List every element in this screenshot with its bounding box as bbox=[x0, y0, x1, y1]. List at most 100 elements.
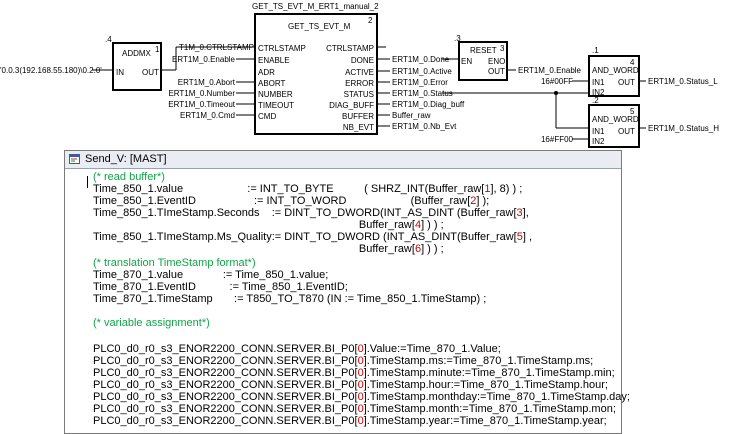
code-text: ], bbox=[522, 207, 529, 219]
var-error[interactable]: ERT1M_0.Error bbox=[392, 78, 448, 87]
var-number[interactable]: ERT1M_0.Number bbox=[168, 89, 235, 98]
and2-out-variable[interactable]: ERT1M_0.Status_H bbox=[648, 124, 719, 133]
code-text: ].TimeStamp.minute:=Time_870_1.TimeStamp… bbox=[363, 367, 615, 379]
get-ts-evt-block[interactable]: GET_TS_EVT_M 2 CTRLSTAMP ENABLE ADR ABOR… bbox=[254, 13, 378, 135]
var-timeout[interactable]: ERT1M_0.Timeout bbox=[168, 100, 235, 109]
code-text: ].TimeStamp.month:=Time_870_1.TimeStamp.… bbox=[363, 403, 616, 415]
var-status[interactable]: ERT1M_0.Status bbox=[392, 89, 453, 98]
text-cursor bbox=[87, 176, 88, 188]
pin-status: STATUS bbox=[343, 90, 374, 99]
code-number: 0 bbox=[357, 379, 364, 391]
pin-diag-buff: DIAG_BUFF bbox=[329, 101, 374, 110]
code-text: Time_850_1.TImeStamp.Seconds := DINT_TO_… bbox=[93, 207, 517, 219]
code-line[interactable]: Buffer_raw[4] ) ) ; bbox=[93, 219, 444, 231]
code-text: Time_850_1.EventID := INT_TO_WORD (Buffe… bbox=[93, 195, 471, 207]
code-number: 0 bbox=[357, 367, 364, 379]
and2-order: .2 bbox=[592, 96, 599, 105]
code-text: PLC0_d0_r0_s3_ENOR2200_CONN.SERVER.BI_P0… bbox=[93, 367, 358, 379]
code-text: ].TimeStamp.monthday:=Time_870_1.TimeSta… bbox=[363, 391, 630, 403]
code-line[interactable]: PLC0_d0_r0_s3_ENOR2200_CONN.SERVER.BI_P0… bbox=[93, 391, 630, 403]
code-line[interactable]: (* read buffer*) bbox=[93, 171, 165, 183]
code-number: 1 bbox=[484, 183, 491, 195]
get-ts-evt-corner: 2 bbox=[368, 16, 373, 25]
and2-in1-pin: IN1 bbox=[592, 127, 605, 136]
code-line[interactable]: Time_870_1.TimeStamp := T850_TO_T870 (IN… bbox=[93, 293, 486, 305]
st-code-area[interactable]: (* read buffer*)Time_850_1.value := INT_… bbox=[93, 171, 630, 431]
code-line[interactable]: PLC0_d0_r0_s3_ENOR2200_CONN.SERVER.BI_P0… bbox=[93, 355, 593, 367]
code-text: PLC0_d0_r0_s3_ENOR2200_CONN.SERVER.BI_P0… bbox=[93, 343, 358, 355]
reset-out-pin: OUT bbox=[488, 67, 505, 76]
and-word-1-block[interactable]: 4 AND_WORD IN1 OUT IN2 bbox=[588, 55, 640, 97]
reset-en-pin: EN bbox=[461, 57, 473, 66]
code-text: PLC0_d0_r0_s3_ENOR2200_CONN.SERVER.BI_P0… bbox=[93, 355, 358, 367]
editor-title-bar[interactable]: Send_V: [MAST] bbox=[65, 151, 621, 169]
code-number: 0 bbox=[357, 391, 364, 403]
and2-in2-pin: IN2 bbox=[592, 137, 605, 146]
code-text: ].TimeStamp.ms:=Time_870_1.TimeStamp.ms; bbox=[363, 355, 594, 367]
reset-block[interactable]: RESET 3 EN ENO OUT bbox=[458, 41, 508, 81]
code-line[interactable]: Time_870_1.EventID := Time_850_1.EventID… bbox=[93, 281, 348, 293]
code-text: ], 8) ) ; bbox=[490, 183, 523, 195]
var-ctrlstamp-in[interactable]: T1M_0.CTRLSTAMP bbox=[179, 43, 254, 52]
var-abort[interactable]: ERT1M_0.Abort bbox=[177, 78, 235, 87]
code-line[interactable]: (* translation TimeStamp format*) bbox=[93, 257, 256, 269]
fbd-diagram: GET_TS_EVT_M_ERT1_manual_2 .4 ADDMX 1 IN… bbox=[0, 0, 731, 150]
pin-nb-evt: NB_EVT bbox=[342, 123, 374, 132]
reset-out-variable[interactable]: ERT1M_0.Enable bbox=[518, 66, 581, 75]
code-text: PLC0_d0_r0_s3_ENOR2200_CONN.SERVER.BI_P0… bbox=[93, 391, 358, 403]
code-text: Time_870_1.value := Time_850_1.value; bbox=[93, 269, 329, 281]
code-text: ] ) ) ; bbox=[421, 243, 444, 255]
var-cmd[interactable]: ERT1M_0.Cmd bbox=[180, 111, 235, 120]
code-comment: (* variable assignment*) bbox=[93, 317, 210, 329]
and1-corner: 4 bbox=[630, 58, 635, 67]
var-active[interactable]: ERT1M_0.Active bbox=[392, 67, 452, 76]
code-comment: (* translation TimeStamp format*) bbox=[93, 257, 256, 269]
fbd-top-label: GET_TS_EVT_M_ERT1_manual_2 bbox=[252, 2, 379, 11]
code-line[interactable]: Time_850_1.EventID := INT_TO_WORD (Buffe… bbox=[93, 195, 489, 207]
code-line[interactable]: (* variable assignment*) bbox=[93, 317, 210, 329]
code-line[interactable]: Buffer_raw[6] ) ) ; bbox=[93, 243, 444, 255]
and1-in1-pin: IN1 bbox=[592, 78, 605, 87]
code-line[interactable]: PLC0_d0_r0_s3_ENOR2200_CONN.SERVER.BI_P0… bbox=[93, 379, 608, 391]
and1-out-variable[interactable]: ERT1M_0.Status_L bbox=[648, 77, 718, 86]
code-number: 2 bbox=[470, 195, 477, 207]
code-line[interactable]: PLC0_d0_r0_s3_ENOR2200_CONN.SERVER.BI_P0… bbox=[93, 367, 615, 379]
code-text: ] ) ) ; bbox=[421, 219, 444, 231]
addmx-name: ADDMX bbox=[122, 49, 151, 58]
var-diag-buff[interactable]: ERT1M_0.Diag_buff bbox=[392, 100, 465, 109]
code-line[interactable]: PLC0_d0_r0_s3_ENOR2200_CONN.SERVER.BI_P0… bbox=[93, 415, 607, 427]
code-line[interactable]: Time_870_1.value := Time_850_1.value; bbox=[93, 269, 328, 281]
code-text: ].Value:=Time_870_1.Value; bbox=[363, 343, 501, 355]
code-comment: (* read buffer*) bbox=[93, 171, 165, 183]
reset-order: .3 bbox=[454, 34, 461, 43]
code-line[interactable]: Time_850_1.TImeStamp.Ms_Quality:= DINT_T… bbox=[93, 231, 532, 243]
code-text: PLC0_d0_r0_s3_ENOR2200_CONN.SERVER.BI_P0… bbox=[93, 415, 358, 427]
st-section-icon bbox=[69, 154, 80, 164]
code-number: 4 bbox=[414, 219, 422, 231]
code-line[interactable]: Time_850_1.TImeStamp.Seconds := DINT_TO_… bbox=[93, 207, 529, 219]
var-done[interactable]: ERT1M_0.Done bbox=[392, 55, 450, 64]
pin-timeout: TIMEOUT bbox=[258, 101, 294, 110]
var-nb-evt[interactable]: ERT1M_0.Nb_Evt bbox=[392, 122, 457, 131]
code-line[interactable]: PLC0_d0_r0_s3_ENOR2200_CONN.SERVER.BI_P0… bbox=[93, 343, 501, 355]
var-enable[interactable]: ERT1M_0.Enable bbox=[172, 55, 235, 64]
code-number: 0 bbox=[357, 355, 364, 367]
st-editor-window[interactable]: Send_V: [MAST] (* read buffer*)Time_850_… bbox=[64, 150, 630, 434]
addmx-block[interactable]: ADDMX 1 IN OUT bbox=[112, 42, 162, 91]
and2-in2-constant[interactable]: 16#FF00 bbox=[540, 135, 573, 144]
code-line[interactable]: Time_850_1.value := INT_TO_BYTE ( SHRZ_I… bbox=[93, 183, 522, 195]
and1-in2-constant[interactable]: 16#00FF bbox=[540, 77, 573, 86]
junction-dot bbox=[554, 91, 558, 95]
addmx-order: .4 bbox=[105, 35, 112, 44]
code-number: 0 bbox=[357, 415, 364, 427]
pin-ctrlstamp-out: CTRLSTAMP bbox=[326, 44, 374, 53]
var-buffer-raw[interactable]: Buffer_raw bbox=[392, 111, 431, 120]
pin-error: ERROR bbox=[345, 79, 374, 88]
addmx-in-variable[interactable]: '0.0.3(192.168.55.180)\0.2.0' bbox=[0, 66, 102, 75]
pin-done: DONE bbox=[350, 56, 374, 65]
reset-eno-pin: ENO bbox=[488, 57, 506, 66]
reset-corner: 3 bbox=[500, 44, 505, 53]
code-line[interactable]: PLC0_d0_r0_s3_ENOR2200_CONN.SERVER.BI_P0… bbox=[93, 403, 616, 415]
and-word-2-block[interactable]: 5 AND_WORD IN1 OUT IN2 bbox=[588, 104, 640, 148]
code-text: PLC0_d0_r0_s3_ENOR2200_CONN.SERVER.BI_P0… bbox=[93, 403, 358, 415]
